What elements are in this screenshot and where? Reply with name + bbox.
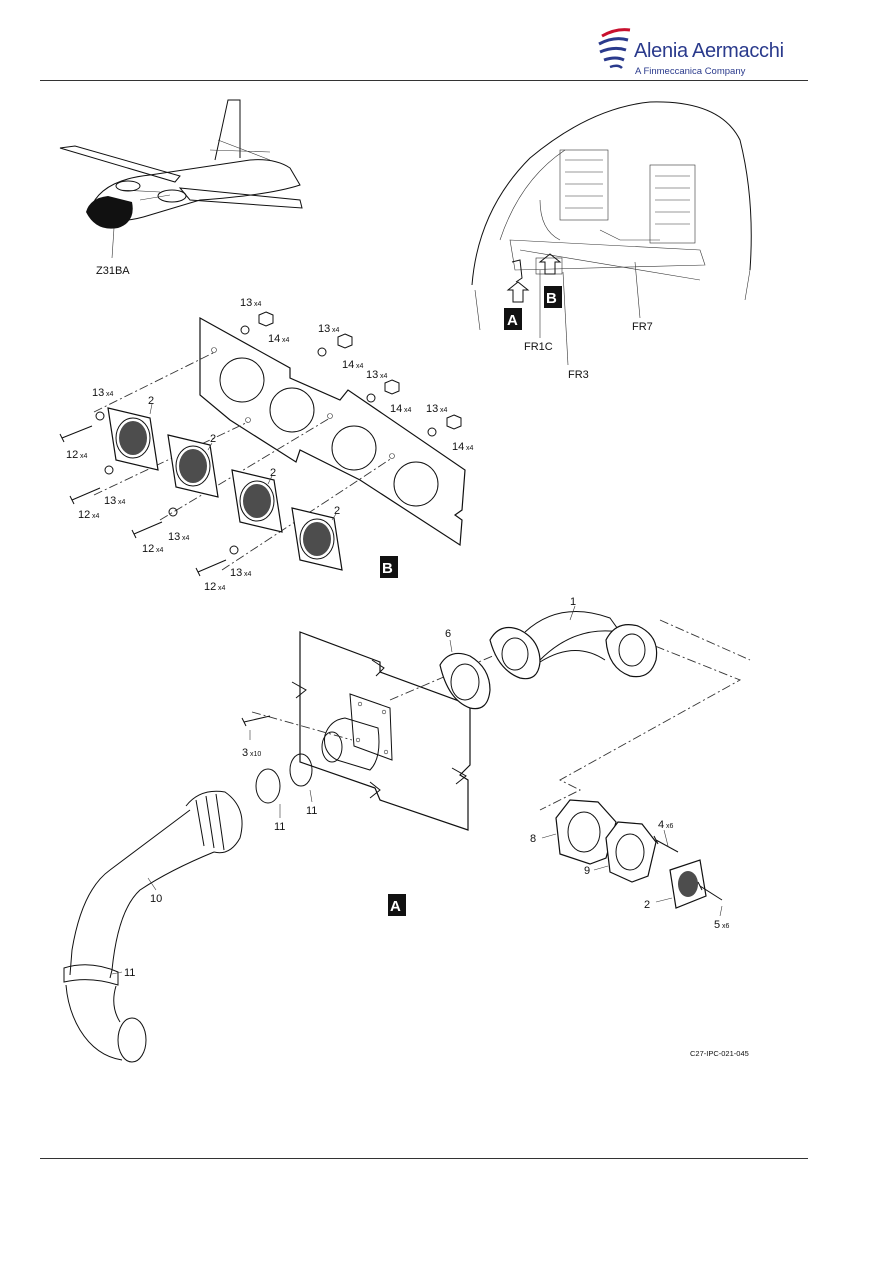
callout-11: 11 <box>274 821 285 833</box>
callout-14: 14 <box>268 333 280 345</box>
callout-11: 11 <box>306 805 317 817</box>
callout-4: 4 <box>658 819 664 831</box>
frame-label-fr7: FR7 <box>632 321 653 333</box>
view-a-badge-small: A <box>507 312 518 329</box>
view-b-badge-small: B <box>546 290 557 307</box>
detail-b: 2 2 2 2 12 x4 12 x4 12 x4 12 x4 13 x4 13… <box>59 297 474 593</box>
detail-a: 1 6 3 x10 11 11 10 11 <box>63 596 751 1063</box>
callout-2: 2 <box>270 467 276 479</box>
callout-qty: x4 <box>332 327 340 334</box>
nose-compartment-view: A B FR7 FR1C FR3 <box>471 101 752 381</box>
gasket <box>439 652 491 710</box>
brand-logo: Alenia Aermacchi A Finmeccanica Company <box>598 26 798 80</box>
callout-2: 2 <box>334 505 340 517</box>
callout-13: 13 <box>92 387 104 399</box>
figure-code: C27-IPC-021-045 <box>690 1049 749 1058</box>
callout-12: 12 <box>142 543 154 555</box>
callout-14: 14 <box>452 441 464 453</box>
callout-qty: x4 <box>380 373 388 380</box>
callout-qty: x4 <box>404 407 412 414</box>
view-b-badge: B <box>382 560 393 577</box>
view-a-badge: A <box>390 898 401 915</box>
callout-qty: x4 <box>80 453 88 460</box>
header-rule <box>40 80 808 81</box>
callout-qty: x4 <box>118 499 126 506</box>
brand-subtitle: A Finmeccanica Company <box>635 66 746 77</box>
callout-qty: x4 <box>254 301 262 308</box>
callout-12: 12 <box>204 581 216 593</box>
callout-14: 14 <box>390 403 402 415</box>
callout-1: 1 <box>570 596 576 608</box>
callout-2: 2 <box>210 433 216 445</box>
callout-11: 11 <box>124 967 135 979</box>
filter-screen <box>167 434 219 498</box>
callout-13: 13 <box>104 495 116 507</box>
callout-8: 8 <box>530 833 536 845</box>
callout-10: 10 <box>150 893 162 905</box>
callout-13: 13 <box>230 567 242 579</box>
callout-qty: x4 <box>356 363 364 370</box>
filter-screen <box>231 469 283 533</box>
gasket <box>605 821 657 883</box>
callout-qty: x6 <box>666 823 674 830</box>
aircraft-locator: Z31BA <box>59 99 303 277</box>
gasket <box>555 799 617 865</box>
callout-qty: x6 <box>722 923 730 930</box>
callout-qty: x4 <box>92 513 100 520</box>
frame-label-fr3: FR3 <box>568 369 589 381</box>
callout-qty: x4 <box>466 445 474 452</box>
callout-13: 13 <box>426 403 438 415</box>
callout-qty: x4 <box>440 407 448 414</box>
callout-14: 14 <box>342 359 354 371</box>
duct <box>489 611 658 680</box>
callout-2: 2 <box>644 899 650 911</box>
callout-12: 12 <box>66 449 78 461</box>
frame-label-fr1c: FR1C <box>524 341 553 353</box>
callout-qty: x4 <box>244 571 252 578</box>
callout-9: 9 <box>584 865 590 877</box>
callout-6: 6 <box>445 628 451 640</box>
callout-13: 13 <box>240 297 252 309</box>
callout-13: 13 <box>318 323 330 335</box>
brand-name: Alenia Aermacchi <box>634 40 784 62</box>
callout-13: 13 <box>168 531 180 543</box>
callout-3: 3 <box>242 747 248 759</box>
flexible-duct <box>63 790 243 1063</box>
filter-screen <box>107 407 159 471</box>
swoosh-logo-icon <box>598 28 631 69</box>
callout-qty: x4 <box>156 547 164 554</box>
callout-qty: x10 <box>250 751 261 758</box>
callout-qty: x4 <box>218 585 226 592</box>
callout-qty: x4 <box>106 391 114 398</box>
callout-qty: x4 <box>282 337 290 344</box>
callout-2: 2 <box>148 395 154 407</box>
callout-12: 12 <box>78 509 90 521</box>
filter-screen <box>669 859 707 909</box>
filter-screen <box>291 507 343 571</box>
callout-5: 5 <box>714 919 720 931</box>
zone-label: Z31BA <box>96 265 130 277</box>
callout-13: 13 <box>366 369 378 381</box>
callout-qty: x4 <box>182 535 190 542</box>
footer-rule <box>40 1158 808 1159</box>
